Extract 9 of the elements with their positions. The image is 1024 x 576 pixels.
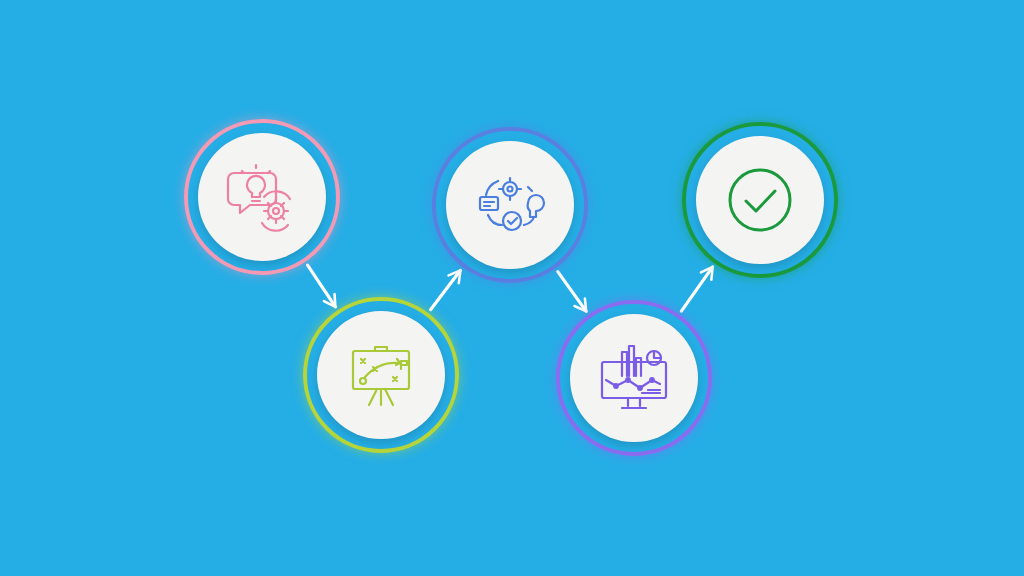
arrow: [556, 270, 588, 313]
circle-node: [184, 119, 340, 275]
circle-node: [303, 297, 459, 453]
arrow: [305, 263, 338, 309]
arrow: [428, 268, 463, 312]
circle-node: [432, 127, 588, 283]
circle-node: [556, 300, 712, 456]
circle-node: [682, 122, 838, 278]
arrow: [679, 265, 715, 313]
